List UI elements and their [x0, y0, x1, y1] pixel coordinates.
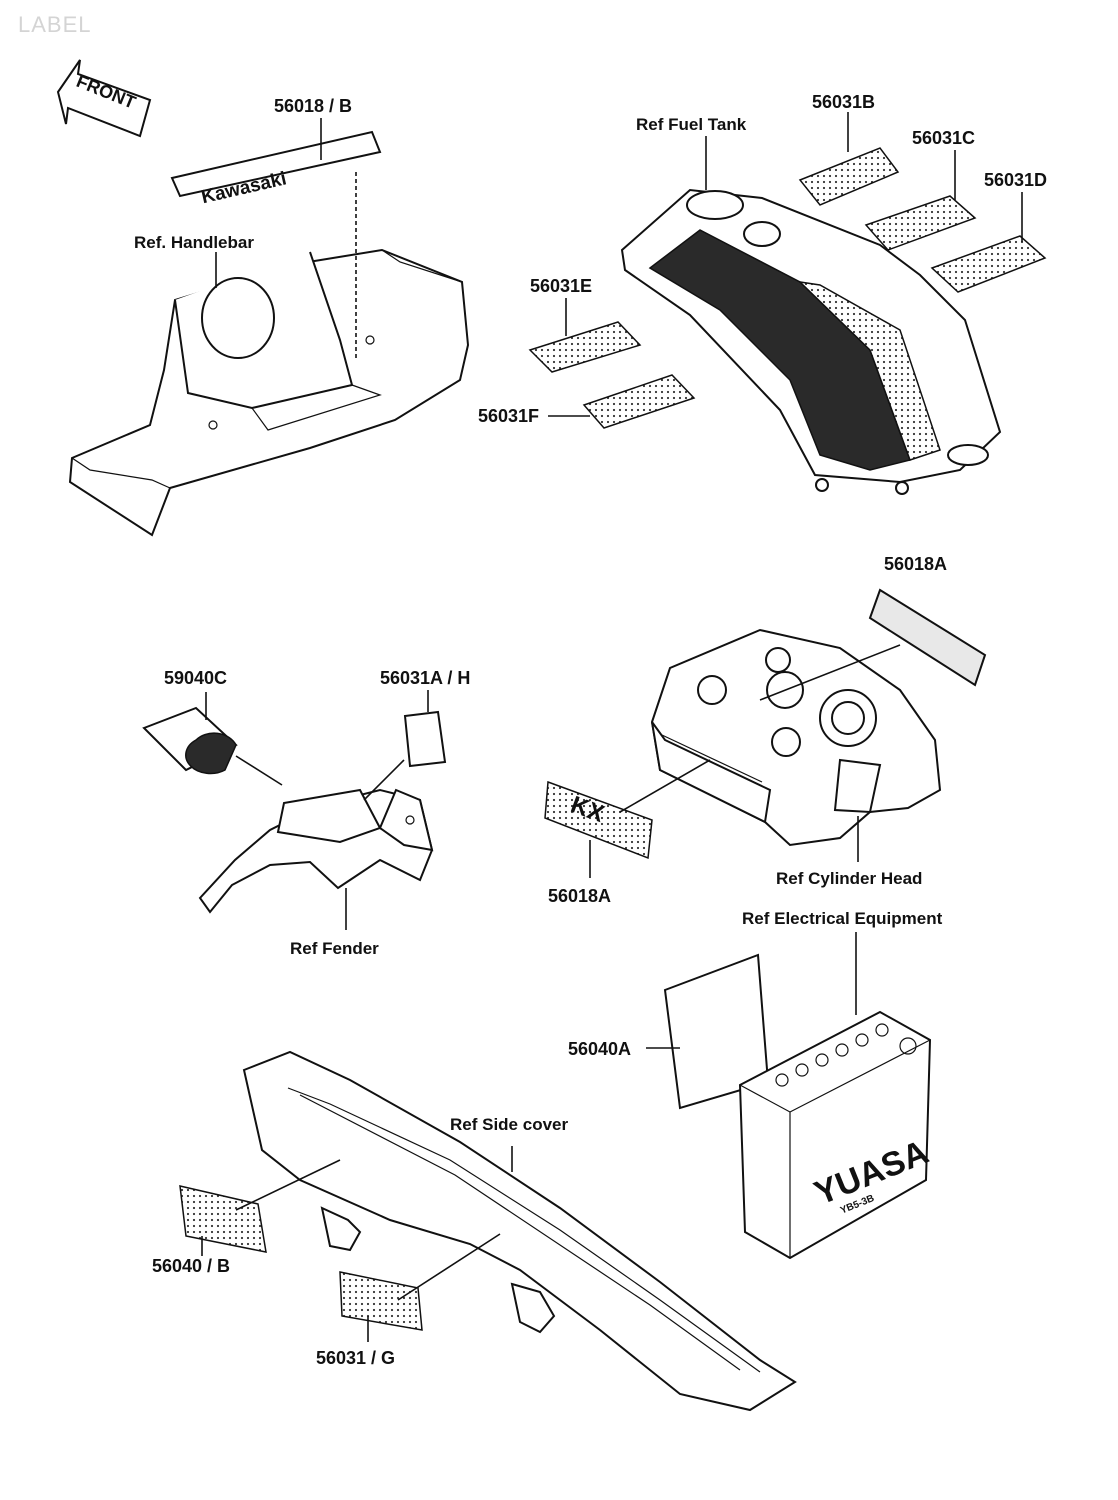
- ref-electrical-label: Ref Electrical Equipment: [742, 909, 943, 928]
- decal-59040c: [142, 706, 238, 775]
- ref-cylinder-head-label: Ref Cylinder Head: [776, 869, 922, 888]
- decal-56018a-top: [868, 588, 987, 687]
- ref-handlebar-label: Ref. Handlebar: [134, 233, 254, 252]
- part-56031c-label: 56031C: [912, 128, 975, 148]
- part-56018b-label: 56018 / B: [274, 96, 352, 116]
- kx-decal: KX: [544, 780, 653, 860]
- decal-56031ah: [403, 710, 447, 768]
- part-56018a-top-label: 56018A: [884, 554, 947, 574]
- part-56018a-bottom-label: 56018A: [548, 886, 611, 906]
- rear-fender-drawing: [198, 788, 434, 914]
- decal-56031d: [930, 235, 1047, 293]
- part-56031b-label: 56031B: [812, 92, 875, 112]
- decal-56031b: [798, 147, 900, 206]
- part-59040c-label: 59040C: [164, 668, 227, 688]
- front-arrow-icon: FRONT: [56, 59, 152, 138]
- cylinder-head-drawing: [650, 628, 942, 847]
- decal-56031e: [528, 321, 642, 373]
- handlebar-cover-drawing: [68, 248, 470, 537]
- side-cover-drawing: [242, 1050, 797, 1412]
- part-56031g-label: 56031 / G: [316, 1348, 395, 1368]
- part-56031ah-label: 56031A / H: [380, 668, 470, 688]
- part-56040a-label: 56040A: [568, 1039, 631, 1059]
- ref-fender-label: Ref Fender: [290, 939, 379, 958]
- decal-56040b: [179, 1185, 267, 1253]
- part-56031e-label: 56031E: [530, 276, 592, 296]
- decal-56031c: [864, 195, 977, 251]
- battery-drawing: YUASA YB5-3B: [738, 1010, 934, 1260]
- part-56040b-label: 56040 / B: [152, 1256, 230, 1276]
- ref-fuel-tank-label: Ref Fuel Tank: [636, 115, 747, 134]
- decal-56031g: [339, 1271, 423, 1331]
- part-56031f-label: 56031F: [478, 406, 539, 426]
- kawasaki-decal: Kawasaki: [170, 130, 382, 208]
- fuel-tank-drawing: [620, 188, 1002, 495]
- decal-56031f: [582, 374, 696, 429]
- page-label: LABEL: [18, 12, 92, 37]
- part-56031d-label: 56031D: [984, 170, 1047, 190]
- ref-side-cover-label: Ref Side cover: [450, 1115, 568, 1134]
